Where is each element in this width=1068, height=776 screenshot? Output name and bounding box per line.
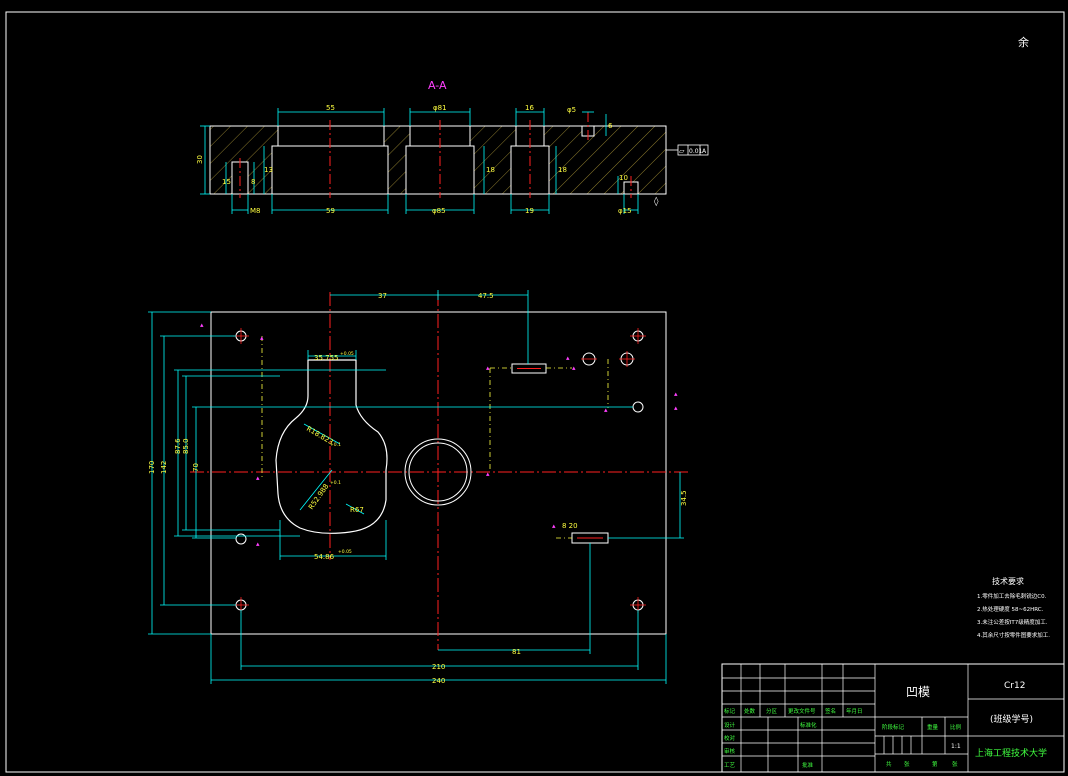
dim-19: 19 [525,207,534,215]
hdr-count: 处数 [744,707,756,715]
sheet-no: 第 [932,760,938,768]
part-name: 凹模 [906,685,930,699]
flatness-ref: A [702,148,707,155]
dim-37: 37 [378,292,387,300]
dim-bottom-width: 54.86 [314,553,335,561]
dim-6: 6 [608,122,613,130]
marker-5: ▴ [486,470,490,478]
role-review: 审核 [724,747,736,755]
marker-7: ▴ [572,364,576,372]
slot-top [511,363,547,374]
dim-87-6: 87.6 [174,438,182,454]
hdr-sign: 签名 [825,707,836,715]
dim-10: 10 [619,174,628,182]
dim-15: 15 [222,178,231,186]
dim-55: 55 [326,104,335,112]
stage-mark: 阶段标记 [882,723,905,731]
dim-170: 170 [148,461,156,474]
dim-13: 13 [264,166,273,174]
dim-8: 8 [251,178,255,186]
marker-10: ▴ [674,404,678,412]
hole-81-outer [404,438,472,506]
tol-bottom: +0.05 [338,549,352,555]
standardization: 标准化 [800,721,817,729]
sheets-total: 共 [886,760,892,768]
marker-2: ▴ [260,334,264,342]
dim-16: 16 [525,104,534,112]
dim-85: 85.0 [182,438,190,454]
sheets-label: 张 [904,760,910,768]
dim-top-width: 35.755 [314,354,339,362]
hdr-zone: 分区 [766,707,778,715]
section-view: A-A [196,79,709,215]
hdr-file: 更改文件号 [788,707,816,715]
dim-8-20: 8 20 [562,522,578,530]
corner-mark: 余 [1018,35,1029,49]
marker-3: ▴ [256,474,260,482]
tol-top: +0.05 [340,351,354,357]
dim-34-5: 34.5 [680,490,688,506]
dim-phi5: φ5 [567,106,576,114]
cavity-upper [277,125,385,147]
weight: 重量 [927,723,939,731]
role-check: 校对 [724,734,736,742]
dim-phi81: φ81 [433,104,447,112]
pin-hole-c [632,401,644,413]
flatness-symbol: ⏥ [679,147,685,155]
sheet-label: 张 [952,760,958,768]
school-name: 上海工程技术大学 [975,747,1047,759]
section-label: A-A [428,79,447,92]
material: Cr12 [1004,681,1025,691]
dim-81: 81 [512,648,521,656]
scale: 1:1 [951,743,961,750]
flatness-value: 0.01 [689,148,703,155]
marker-12: ▴ [256,540,260,548]
roughness-symbol: ◊ [654,196,659,207]
plan-view: ▴ ▴ ▴ ▴ ▴ ▴ ▴ ▴ ▴ ▴ ▴ ▴ 37 47.5 170 142 … [148,290,690,685]
dim-210: 210 [432,663,445,671]
dim-18: 18 [486,166,495,174]
dim-M8: M8 [250,207,261,215]
dim-r67: R67 [350,506,364,514]
dim-59: 59 [326,207,335,215]
title-block: 凹模 Cr12 (班级学号) 上海工程技术大学 1:1 标记 处数 分区 更改文… [721,663,1065,773]
dim-240: 240 [432,677,445,685]
role-design: 设计 [724,721,736,729]
pin-hole-d [235,533,247,545]
tol-r52: +0.1 [330,480,341,486]
marker-4: ▴ [486,364,490,372]
tech-title: 技术要求 [992,576,1024,586]
dim-30: 30 [196,155,204,164]
hole-81-inner [408,442,468,502]
marker-1: ▴ [200,321,204,329]
flatness-callout: 0.01 A ⏥ [666,144,709,156]
dim-47-5: 47.5 [478,292,494,300]
dim-142: 142 [160,461,168,474]
tech-item-3: 3.未注公差按IT7级精度加工. [977,618,1048,626]
class-id: (班级学号) [990,713,1033,725]
ratio: 比例 [950,723,962,731]
marker-8: ▴ [604,406,608,414]
dim-phi85: φ85 [432,207,446,215]
tol-r18: +0.1 [330,442,341,448]
die-cavity [275,359,388,534]
tech-item-2: 2.热处理硬度 58~62HRC. [977,605,1044,613]
dim-18b: 18 [558,166,567,174]
dim-70: 70 [192,463,200,472]
marker-6: ▴ [566,354,570,362]
marker-9: ▴ [674,390,678,398]
dim-phi15: φ15 [618,207,632,215]
hdr-mark: 标记 [724,707,736,715]
approve: 批准 [802,761,814,769]
role-process: 工艺 [724,762,736,769]
marker-11: ▴ [552,522,556,530]
hdr-date: 年月日 [846,707,863,715]
drawing-border [5,11,1065,773]
tech-requirements: 技术要求 1.零件加工去除毛刺锐边C0. 2.热处理硬度 58~62HRC. 3… [977,576,1050,639]
tech-item-4: 4.其余尺寸按零件图要求加工. [977,631,1050,639]
tech-item-1: 1.零件加工去除毛刺锐边C0. [977,592,1047,600]
